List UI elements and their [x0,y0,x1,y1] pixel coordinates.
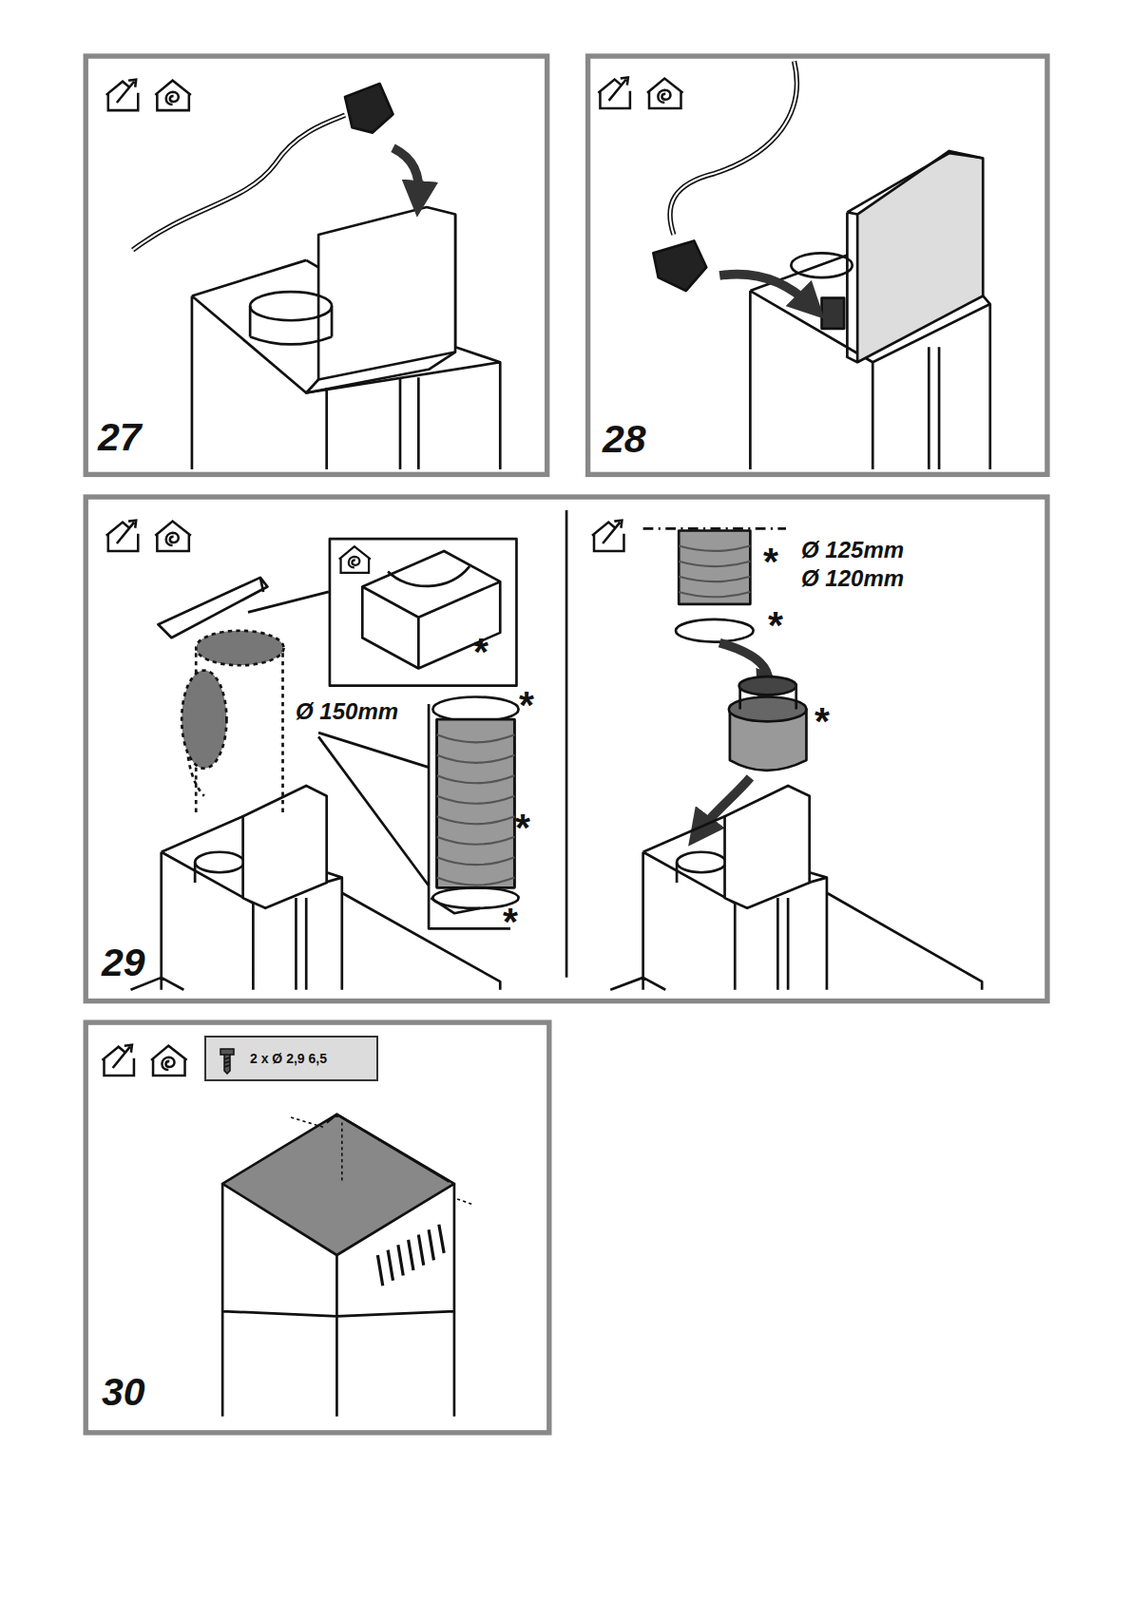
optional-mark: * [502,902,518,942]
optional-mark: * [473,632,489,672]
optional-mark: * [814,702,830,742]
optional-mark: * [767,606,784,646]
dimension-label: Ø 125mm [801,538,904,562]
dimension-label: Ø 150mm [295,700,399,724]
step-number: 28 [602,420,647,460]
step-number: 27 [97,418,142,458]
step-number: 30 [101,1373,146,1413]
dimension-label: Ø 120mm [801,567,904,591]
optional-mark: * [518,686,535,726]
screw-spec: 2 x Ø 2,9 6,5 [249,1051,377,1067]
screw-icon [217,1046,237,1075]
screw-box: 2 x Ø 2,9 6,5 [204,1035,379,1082]
optional-mark: * [763,542,779,582]
step-number: 29 [101,943,146,983]
optional-mark: * [515,808,531,848]
